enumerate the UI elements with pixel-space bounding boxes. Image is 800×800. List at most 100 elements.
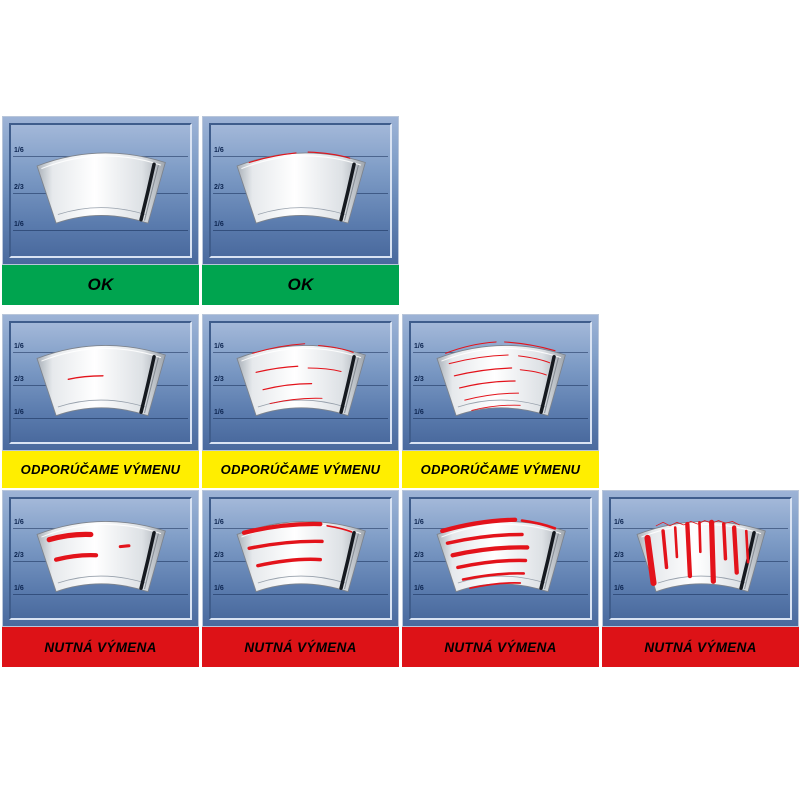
wiper-sweep-graphic [636,519,767,592]
tick-label: 1/6 [14,220,24,228]
status-bar-ok: OK [202,265,399,305]
wiper-sweep-graphic [236,342,367,416]
wiper-blade [339,162,356,222]
panel-inner: 1/6 2/3 1/6 [209,497,392,620]
panel-inner: 1/6 2/3 1/6 [9,321,192,444]
wiper-panel: 1/6 2/3 1/6 [402,490,599,627]
wiper-blade [139,162,156,222]
wiper-sweep-graphic [236,151,367,224]
status-label: NUTNÁ VÝMENA [44,639,157,655]
gridline [13,229,188,231]
tick-label: 2/3 [14,551,24,559]
wear-marks [445,341,556,411]
tick-label: 1/6 [414,409,424,417]
tick-label: 2/3 [14,184,24,192]
cell-recommend-3: 1/6 2/3 1/6 [402,314,599,488]
wiper-panel: 1/6 2/3 1/6 [602,490,799,627]
wiper-panel: 1/6 2/3 1/6 [2,116,199,265]
wiper-sweep-graphic [436,517,567,592]
wiper-blade [139,530,156,590]
wiper-sweep-graphic [236,520,367,592]
tick-label: 1/6 [414,342,424,350]
tick-label: 2/3 [414,551,424,559]
gridline [213,594,388,596]
wear-marks [46,531,131,562]
panel-inner: 1/6 2/3 1/6 [409,497,592,620]
wiper-panel: 1/6 2/3 1/6 [202,116,399,265]
wiper-panel: 1/6 2/3 1/6 [402,314,599,451]
status-label: ODPORÚČAME VÝMENU [420,462,581,477]
cell-required-3: 1/6 2/3 1/6 [402,490,599,667]
tick-label: 1/6 [614,518,624,526]
status-bar-required: NUTNÁ VÝMENA [602,627,799,667]
panel-inner: 1/6 2/3 1/6 [409,321,592,444]
status-bar-required: NUTNÁ VÝMENA [2,627,199,667]
gridline [213,229,388,231]
status-bar-required: NUTNÁ VÝMENA [202,627,399,667]
wiper-panel: 1/6 2/3 1/6 [202,490,399,627]
cell-ok-1: 1/6 2/3 1/6 OK [2,116,199,305]
status-label: NUTNÁ VÝMENA [644,639,757,655]
wiper-blade [539,354,556,414]
cell-ok-2: 1/6 2/3 1/6 OK [202,116,399,305]
tick-label: 1/6 [14,409,24,417]
panel-inner: 1/6 2/3 1/6 [9,123,192,258]
gridline [13,418,188,420]
status-label: NUTNÁ VÝMENA [444,639,557,655]
cell-required-4: 1/6 2/3 1/6 [602,490,799,667]
tick-label: 1/6 [14,147,24,155]
status-label: NUTNÁ VÝMENA [244,639,357,655]
tick-label: 1/6 [214,409,224,417]
tick-label: 2/3 [614,551,624,559]
wear-marks [248,151,351,164]
cell-recommend-2: 1/6 2/3 1/6 [202,314,399,488]
tick-label: 1/6 [614,585,624,593]
status-bar-ok: OK [2,265,199,305]
panel-inner: 1/6 2/3 1/6 [609,497,792,620]
tick-label: 1/6 [214,342,224,350]
wiper-sweep-graphic [436,341,567,416]
status-bar-recommend: ODPORÚČAME VÝMENU [202,451,399,488]
tick-label: 1/6 [214,585,224,593]
status-bar-recommend: ODPORÚČAME VÝMENU [2,451,199,488]
tick-label: 1/6 [14,518,24,526]
wiper-panel: 1/6 2/3 1/6 [2,314,199,451]
wear-marks [67,374,104,380]
tick-label: 1/6 [14,585,24,593]
wiper-panel: 1/6 2/3 1/6 [2,490,199,627]
wiper-sweep-graphic [36,152,167,224]
status-label: OK [287,275,314,294]
wiper-sweep-graphic [36,344,167,416]
status-bar-recommend: ODPORÚČAME VÝMENU [402,451,599,488]
tick-label: 2/3 [414,375,424,383]
gridline [213,418,388,420]
panel-inner: 1/6 2/3 1/6 [9,497,192,620]
wear-marks [644,519,750,586]
tick-label: 1/6 [14,342,24,350]
tick-label: 1/6 [414,518,424,526]
tick-label: 1/6 [214,147,224,155]
tick-label: 2/3 [214,375,224,383]
wear-marks [241,521,353,568]
wear-marks [252,342,354,404]
wiper-blade [339,354,356,414]
tick-label: 2/3 [14,375,24,383]
tick-label: 1/6 [414,585,424,593]
wiper-blade [139,354,156,414]
gridline [613,594,788,596]
status-bar-required: NUTNÁ VÝMENA [402,627,599,667]
panel-inner: 1/6 2/3 1/6 [209,321,392,444]
tick-label: 1/6 [214,220,224,228]
gridline [413,594,588,596]
wiper-blade [339,530,356,590]
wear-marks [440,517,557,589]
cell-required-2: 1/6 2/3 1/6 NU [202,490,399,667]
status-label: ODPORÚČAME VÝMENU [20,462,181,477]
gridline [13,594,188,596]
gridline [413,418,588,420]
wiper-panel: 1/6 2/3 1/6 [202,314,399,451]
status-label: ODPORÚČAME VÝMENU [220,462,381,477]
tick-label: 1/6 [214,518,224,526]
cell-required-1: 1/6 2/3 1/6 NUTNÁ VÝMENA [2,490,199,667]
wiper-blade [539,530,556,590]
